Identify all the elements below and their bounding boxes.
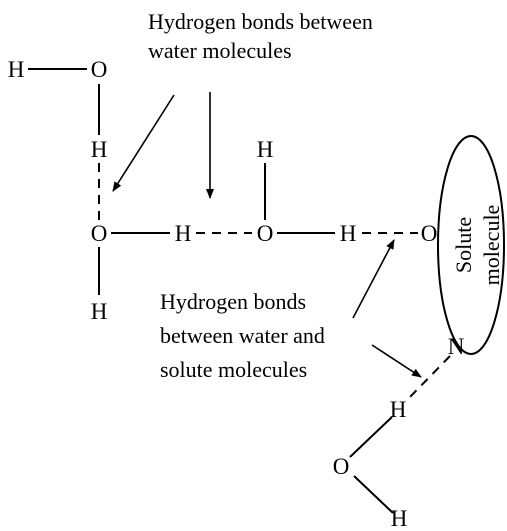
atom-third-h: H	[340, 221, 357, 246]
atom-top-o: O	[91, 57, 108, 82]
atom-solute-o: O	[421, 221, 438, 246]
atom-mid-h: H	[175, 221, 192, 246]
atom-second-top-h: H	[257, 137, 274, 162]
hbond-solute-n-lower-h	[409, 355, 451, 398]
caption-solute-bonds-line-2: between water and	[160, 323, 325, 348]
atom-lower-h: H	[390, 397, 407, 422]
atom-upper-h: H	[91, 137, 108, 162]
solute-label-second: molecule	[479, 205, 504, 286]
atom-solute-n: N	[448, 334, 465, 359]
bond-lower-h-lower-o	[349, 416, 393, 458]
atom-lower-o: O	[333, 454, 350, 479]
solute-label-line-2: molecule	[479, 205, 504, 286]
atom-second-o: O	[257, 221, 274, 246]
atom-center-o: O	[91, 221, 108, 246]
solute-label-line-1: Solute	[451, 217, 476, 273]
atom-bottom-h: H	[391, 506, 408, 531]
atom-top-left-h: H	[8, 57, 25, 82]
solute-label: Solute	[451, 217, 476, 273]
arrow-to-upper-hbond	[112, 94, 175, 192]
bond-lower-o-bottom-h	[353, 475, 394, 514]
caption-solute-bonds-line-1: Hydrogen bonds	[160, 289, 306, 314]
solute-molecule-outline	[437, 135, 505, 355]
caption-water-bonds-line-1: Hydrogen bonds between	[148, 9, 373, 34]
arrow-to-n-hbond	[371, 344, 422, 378]
caption-water-bonds-line-2: water molecules	[148, 38, 292, 63]
atom-bottom-left-h: H	[91, 299, 108, 324]
caption-solute-bonds-line-3: solute molecules	[160, 357, 307, 382]
arrow-to-solute-hbond	[352, 239, 395, 319]
